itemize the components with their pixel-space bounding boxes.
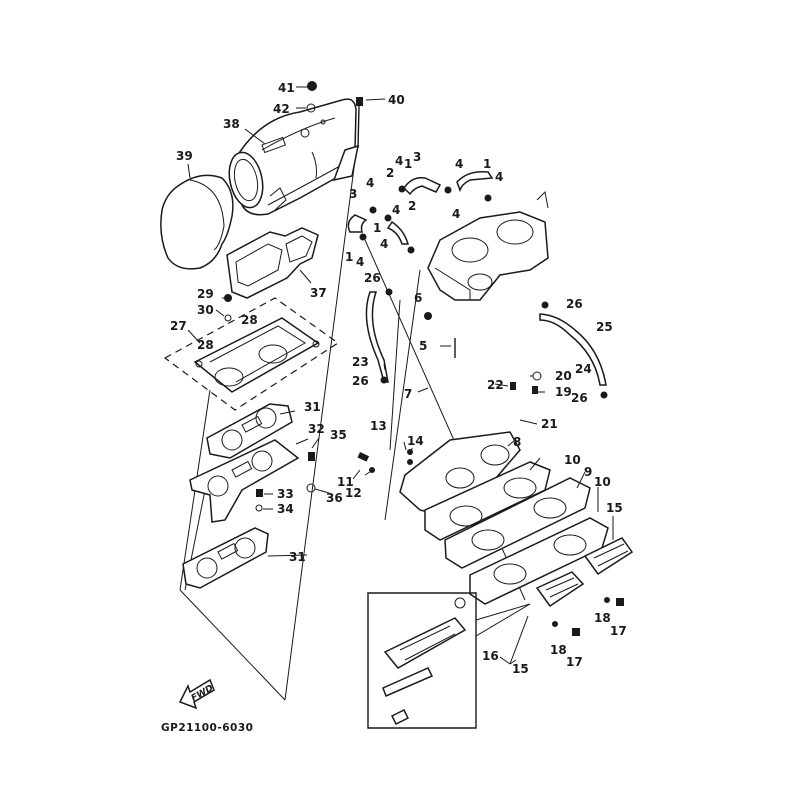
callout-c38: 38 <box>223 117 240 131</box>
callout-c30: 30 <box>197 303 214 317</box>
callout-c29: 29 <box>197 287 214 301</box>
callout-c4b: 4 <box>455 157 463 171</box>
callout-c10a: 10 <box>564 453 581 467</box>
callout-c15a: 15 <box>606 501 623 515</box>
callout-c10b: 10 <box>594 475 611 489</box>
callout-c1b: 1 <box>483 157 491 171</box>
callout-c4d: 4 <box>366 176 374 190</box>
intake-silencer <box>228 98 359 216</box>
air-box-gasket <box>226 227 319 299</box>
callout-c4c: 4 <box>495 170 503 184</box>
callout-c16: 16 <box>482 649 499 663</box>
callout-c26b: 26 <box>566 297 583 311</box>
callout-c35: 35 <box>330 428 347 442</box>
callout-c42: 42 <box>273 102 290 116</box>
callout-c26d: 26 <box>571 391 588 405</box>
callout-c17b: 17 <box>566 655 583 669</box>
callout-c11: 11 <box>337 475 354 489</box>
callout-c4g: 4 <box>380 237 388 251</box>
callout-c7: 7 <box>404 387 412 401</box>
callout-c1d: 1 <box>345 250 353 264</box>
callout-c34: 34 <box>277 502 294 516</box>
callout-c27: 27 <box>170 319 187 333</box>
callout-c32: 32 <box>308 422 325 436</box>
callout-c19: 19 <box>555 385 572 399</box>
callout-c23: 23 <box>352 355 369 369</box>
callout-c12: 12 <box>345 486 362 500</box>
callout-c20: 20 <box>555 369 572 383</box>
callout-c36: 36 <box>326 491 343 505</box>
callout-c9: 9 <box>584 465 592 479</box>
callouts: 1 1 1 1 2 2 3 3 4 4 4 4 4 4 4 4 5 6 7 8 … <box>170 81 627 676</box>
callout-c28a: 28 <box>241 313 258 327</box>
callout-c5: 5 <box>419 339 427 353</box>
callout-c14: 14 <box>407 434 424 448</box>
callout-c2b: 2 <box>408 199 416 213</box>
callout-c26c: 26 <box>352 374 369 388</box>
callout-c13: 13 <box>370 419 387 433</box>
gasket-31-upper <box>206 403 293 459</box>
callout-c6: 6 <box>414 291 422 305</box>
callout-c3a: 3 <box>413 150 421 164</box>
callout-c41: 41 <box>278 81 295 95</box>
callout-c17a: 17 <box>610 624 627 638</box>
callout-c1a: 1 <box>404 157 412 171</box>
callout-c25: 25 <box>596 320 613 334</box>
callout-c40: 40 <box>388 93 405 107</box>
callout-c24: 24 <box>575 362 592 376</box>
callout-c33: 33 <box>277 487 294 501</box>
callout-c22: 22 <box>487 378 504 392</box>
reed-valve-inset <box>367 592 531 729</box>
callout-c39: 39 <box>176 149 193 163</box>
callout-c18b: 18 <box>550 643 567 657</box>
callout-c31a: 31 <box>304 400 321 414</box>
air-box-cover <box>163 297 340 411</box>
callout-c21: 21 <box>541 417 558 431</box>
plate-9 <box>444 477 591 569</box>
callout-c4h: 4 <box>356 255 364 269</box>
plate-32 <box>189 439 300 523</box>
callout-c15b: 15 <box>512 662 529 676</box>
callout-c18a: 18 <box>594 611 611 625</box>
callout-c1c: 1 <box>373 221 381 235</box>
callout-c4a: 4 <box>395 154 403 168</box>
reed-valve-block-right <box>583 537 634 576</box>
fasteners <box>224 81 624 636</box>
callout-c28b: 28 <box>197 338 214 352</box>
callout-c2a: 2 <box>386 166 394 180</box>
reed-valve-block-left <box>535 571 585 608</box>
callout-c37: 37 <box>310 286 327 300</box>
callout-c31b: 31 <box>289 550 306 564</box>
callout-c26a: 26 <box>364 271 381 285</box>
callout-c4f: 4 <box>452 207 460 221</box>
drawing-code: GP21100-6030 <box>161 722 253 734</box>
intake-duct <box>160 174 234 270</box>
callout-c3b: 3 <box>349 187 357 201</box>
gasket-31-lower <box>182 527 269 589</box>
callout-c8: 8 <box>513 435 521 449</box>
throttle-body-assembly <box>427 190 549 301</box>
fwd-arrow-icon <box>178 678 215 710</box>
hoses <box>347 170 607 386</box>
callout-c4e: 4 <box>392 203 400 217</box>
leader-lines <box>187 86 614 665</box>
